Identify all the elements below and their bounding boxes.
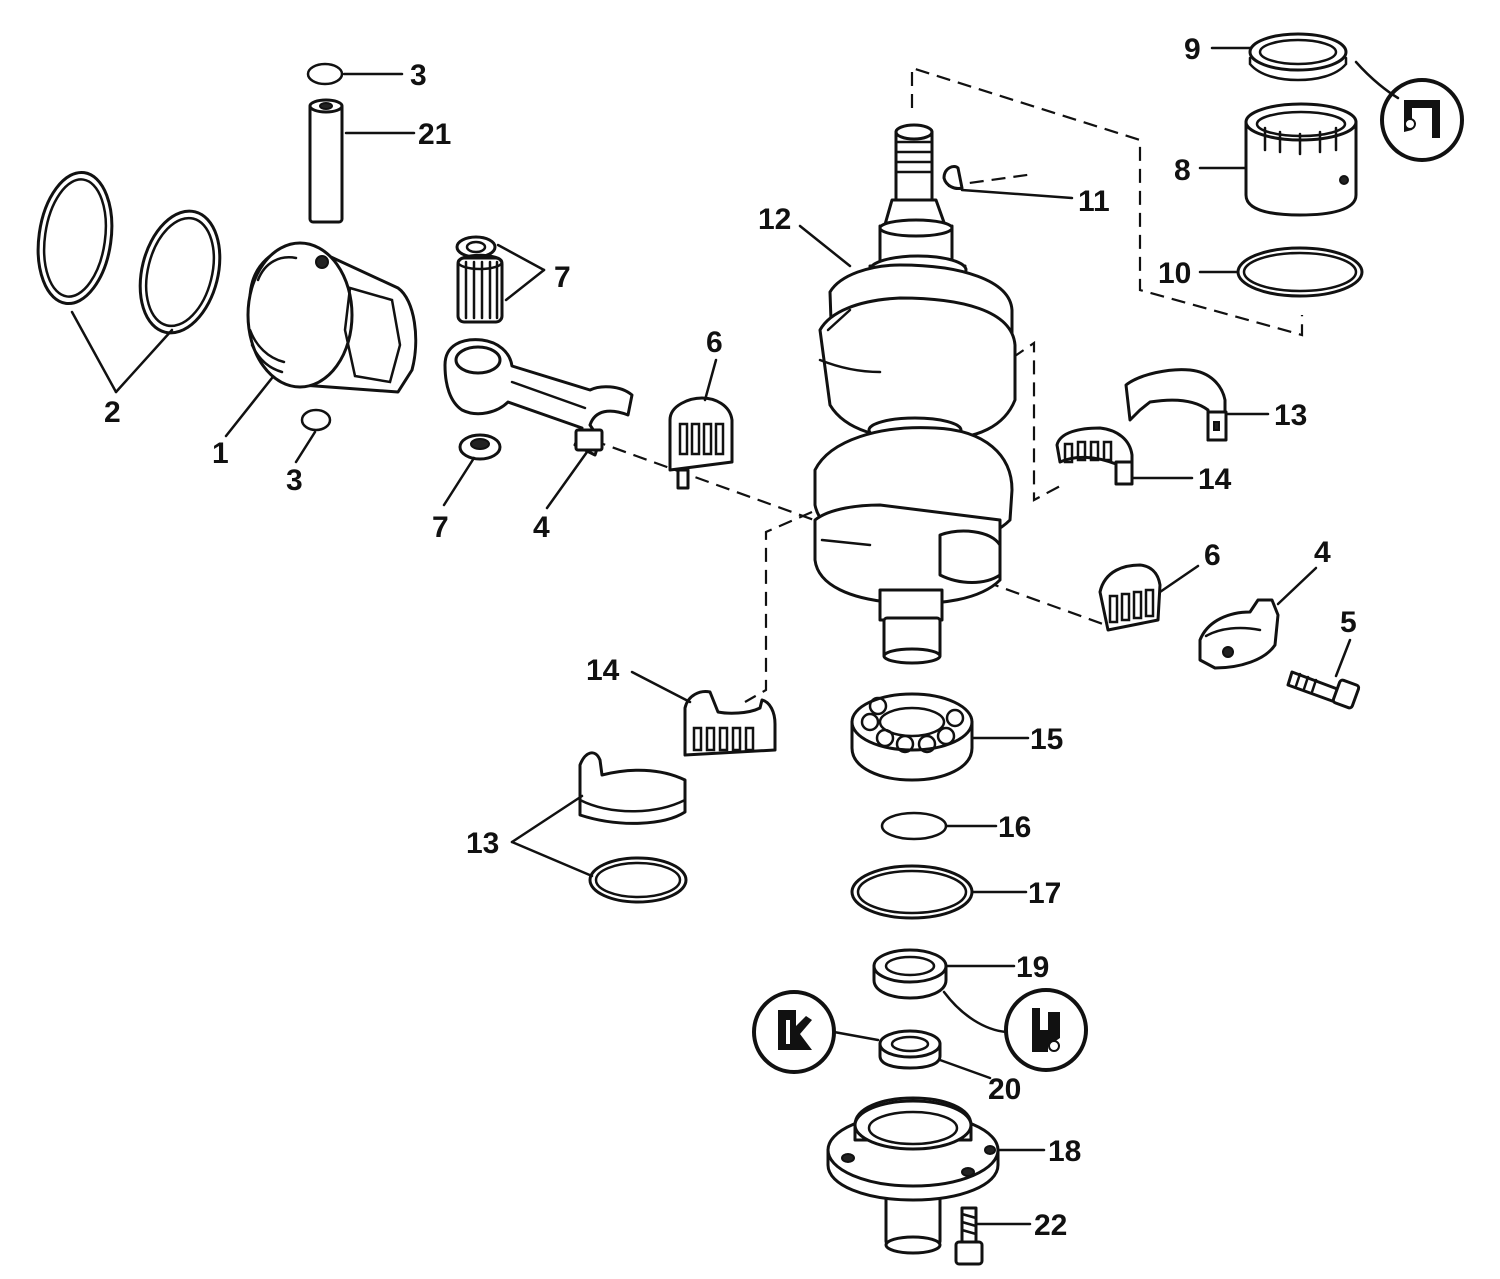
callout-12: 12 xyxy=(758,203,791,236)
main-bearing-retainer-half-upper xyxy=(1124,368,1228,442)
callout-3-top: 3 xyxy=(410,59,427,92)
callout-20: 20 xyxy=(988,1073,1021,1106)
callout-7-upper: 7 xyxy=(554,261,571,294)
callout-22: 22 xyxy=(1034,1209,1067,1242)
callout-6-lower: 6 xyxy=(1204,539,1221,572)
connecting-rod-cap xyxy=(1198,598,1280,670)
upper-main-needle-bearing xyxy=(1244,102,1358,217)
bearing-retainer-ring xyxy=(1248,32,1348,82)
piston-ring-left xyxy=(36,170,114,306)
callout-11: 11 xyxy=(1078,185,1110,218)
center-main-bearing-half-right xyxy=(1055,426,1134,486)
thrust-washer-bottom xyxy=(458,433,502,461)
callout-5: 5 xyxy=(1340,606,1357,639)
callout-13-lower: 13 xyxy=(466,827,499,860)
snap-ring xyxy=(880,811,948,841)
rod-bearing-half-lower xyxy=(1098,563,1162,632)
callout-16: 16 xyxy=(998,811,1031,844)
wrist-pin-needle-bearing xyxy=(456,253,504,324)
piston xyxy=(246,241,418,394)
retaining-clip-top xyxy=(306,62,344,86)
callout-17: 17 xyxy=(1028,877,1061,910)
callout-19: 19 xyxy=(1016,951,1049,984)
rod-bearing-half-upper xyxy=(668,396,734,490)
piston-pin xyxy=(308,98,344,224)
piston-ring-right xyxy=(138,209,222,335)
callout-2: 2 xyxy=(104,396,121,429)
callout-15: 15 xyxy=(1030,723,1063,756)
callout-4-rod: 4 xyxy=(533,511,550,544)
seal-lip-symbol-icon xyxy=(752,990,880,1074)
o-ring-upper xyxy=(1236,246,1364,298)
thrust-washer-top xyxy=(455,235,497,259)
callout-8: 8 xyxy=(1174,154,1191,187)
callout-9: 9 xyxy=(1184,33,1201,66)
crankshaft-seal-outer xyxy=(872,948,948,1000)
seal-lip-symbol-icon xyxy=(1354,60,1464,162)
callout-14-left: 14 xyxy=(586,654,620,687)
callout-1: 1 xyxy=(212,437,229,470)
lower-bearing-housing xyxy=(826,1096,1000,1255)
leader-lines xyxy=(70,46,1352,1226)
rod-cap-screw xyxy=(1286,670,1361,710)
seal-lip-symbol-icon xyxy=(942,988,1088,1072)
o-ring-lower xyxy=(850,864,974,920)
callout-14-right: 14 xyxy=(1198,463,1232,496)
callout-10: 10 xyxy=(1158,257,1191,290)
callout-labels: 1 2 3 3 4 4 5 6 6 7 7 8 9 10 11 12 13 13… xyxy=(104,33,1357,1242)
lower-main-ball-bearing xyxy=(850,692,974,782)
callout-21: 21 xyxy=(418,118,451,151)
crankshaft xyxy=(813,123,1017,665)
callout-6-upper: 6 xyxy=(706,326,723,359)
callout-18: 18 xyxy=(1048,1135,1081,1168)
housing-screw xyxy=(954,1206,984,1266)
callout-7-lower: 7 xyxy=(432,511,449,544)
callout-13-upper: 13 xyxy=(1274,399,1307,432)
retaining-clip-bottom xyxy=(300,408,332,432)
main-bearing-retainer-half-lower xyxy=(578,751,687,825)
center-main-bearing-half-left xyxy=(683,690,777,757)
crankshaft-seal-inner xyxy=(878,1029,942,1070)
woodruff-key xyxy=(942,164,964,190)
main-bearing-retaining-ring xyxy=(588,856,688,904)
callout-4-cap: 4 xyxy=(1314,536,1331,569)
connecting-rod xyxy=(443,338,634,457)
callout-3-bottom: 3 xyxy=(286,464,303,497)
